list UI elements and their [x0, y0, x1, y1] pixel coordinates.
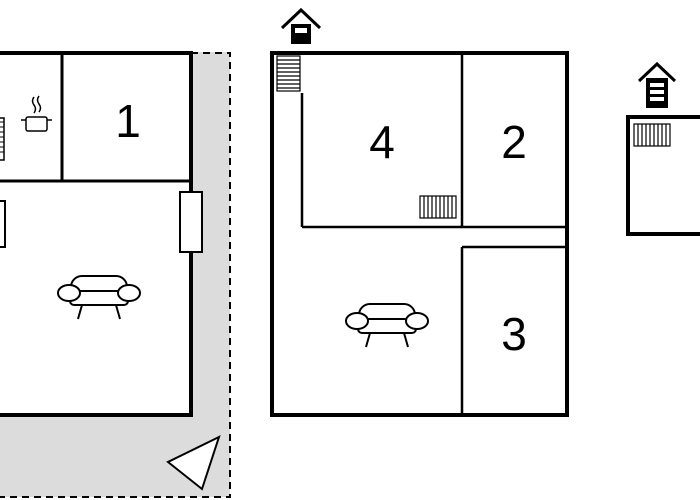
sofa-icon: [57, 275, 141, 320]
staircase-icon: [276, 55, 301, 92]
radiator-icon: [0, 117, 5, 161]
middle-building-walls: [270, 51, 569, 417]
left-building: 1: [0, 51, 231, 498]
room-label-4: 4: [369, 116, 395, 168]
middle-building: 4 2 3: [270, 7, 569, 417]
cooking-pot-icon: [21, 95, 52, 132]
radiator-icon: [633, 123, 671, 147]
window: [179, 191, 203, 253]
radiator-icon: [419, 195, 457, 219]
room-label-1: 1: [115, 95, 141, 147]
north-arrow-icon: [166, 435, 221, 491]
right-building: [626, 61, 700, 236]
house-entrance-icon: [637, 61, 677, 108]
room-label-3: 3: [501, 308, 527, 360]
sofa-icon: [345, 303, 429, 348]
left-building-walls: [0, 51, 193, 417]
house-entrance-icon: [280, 7, 322, 44]
cabinet-icon: [0, 200, 6, 248]
room-label-2: 2: [501, 116, 527, 168]
